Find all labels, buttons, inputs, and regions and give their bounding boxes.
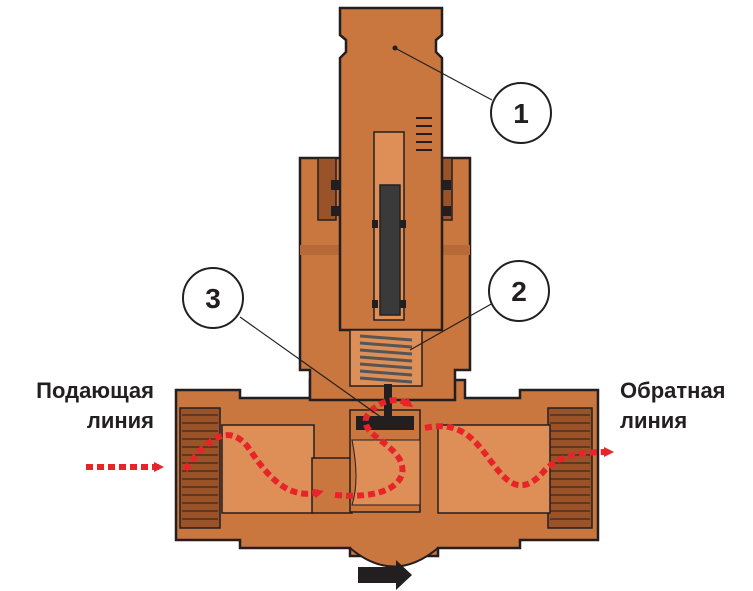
valve-stem xyxy=(372,131,406,321)
return-line-label: Обратная линия xyxy=(620,376,750,436)
body-bottom xyxy=(349,547,439,568)
callout-2: 2 xyxy=(409,260,550,351)
inlet-bore xyxy=(179,407,353,529)
outlet-bore xyxy=(437,407,593,529)
flow-path xyxy=(86,397,614,499)
callout-1: 1 xyxy=(394,47,552,144)
callout-2-label: 2 xyxy=(511,276,527,307)
flow-curve-inlet xyxy=(182,432,324,499)
callout-3: 3 xyxy=(182,267,386,421)
callout-1-label: 1 xyxy=(513,98,529,129)
supply-line-label: Подающая линия xyxy=(4,376,154,436)
supply-line-label-line-1: Подающая xyxy=(36,378,154,403)
threads xyxy=(182,414,590,520)
spring xyxy=(349,329,423,387)
supply-line-label-line-2: линия xyxy=(86,408,154,433)
direction-arrow xyxy=(358,560,412,590)
return-line-label-line-2: линия xyxy=(620,408,688,433)
valve-disc xyxy=(356,384,414,430)
callout-3-label: 3 xyxy=(205,283,221,314)
return-line-label-line-1: Обратная xyxy=(620,378,726,403)
flow-curve-outlet xyxy=(424,423,614,489)
flow-curve-center xyxy=(334,397,414,499)
